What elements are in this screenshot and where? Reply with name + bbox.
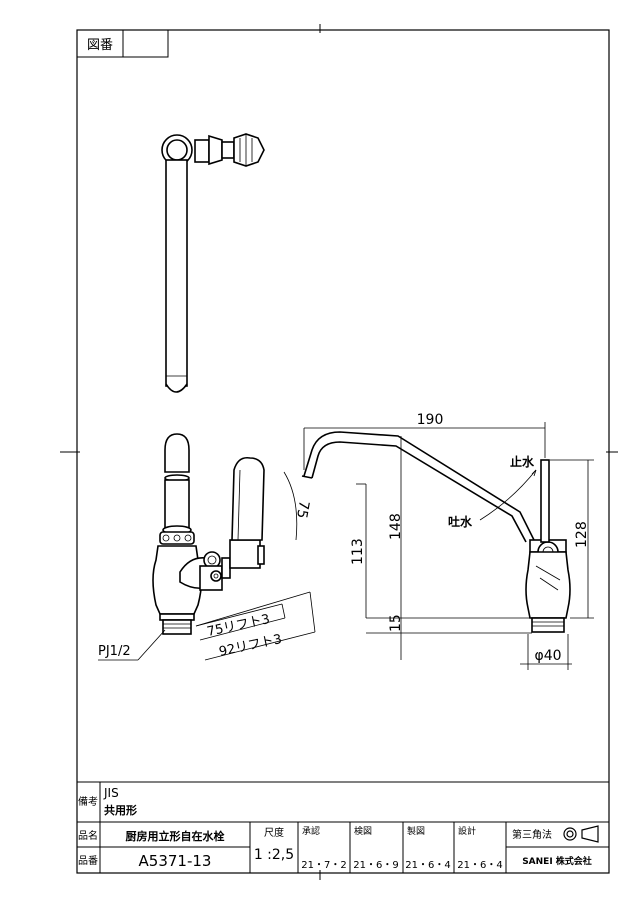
drawing-number-box: 図番 [76,29,169,58]
designed-label: 設計 [458,825,476,837]
drawing-border [76,29,610,874]
remarks-line2: 共用形 [104,803,137,817]
dim-113: 113 [350,538,366,565]
remarks-label: 備考 [78,795,98,808]
dim-128: 128 [574,521,590,548]
label-discharge-water: 吐水 [448,514,473,529]
third-angle-projection-icon [563,825,599,843]
dim-angle-75: 75 [293,499,312,519]
designed-date: 21・6・4 [457,860,502,871]
dim-190: 190 [417,412,444,428]
dim-thread: PJ1/2 [98,644,131,659]
side-view: 75 75リフト3 92リフト3 PJ1/2 [98,433,316,661]
approved-date: 21・7・2 [301,860,346,871]
dim-15: 15 [388,614,404,632]
checked-date: 21・6・9 [353,860,398,871]
drawing-number-label: 図番 [87,38,113,53]
label-stop-water: 止水 [510,454,535,469]
part-value: A5371-13 [139,852,212,870]
drafted-label: 製図 [407,825,425,837]
remarks-line1: JIS [103,786,119,800]
remarks-box: 備考 JIS 共用形 [77,781,609,822]
dim-diameter: φ40 [534,648,561,664]
drafted-date: 21・6・4 [405,860,450,871]
part-label: 品番 [78,855,98,867]
company-name: SANEI 株式会社 [522,855,592,867]
name-value: 厨房用立形自在水栓 [126,829,225,843]
top-view [161,133,265,393]
scale-label: 尺度 [264,826,284,839]
approved-label: 承認 [302,825,320,837]
dim-lift-92: 92リフト3 [218,632,284,660]
projection-label: 第三角法 [512,828,552,841]
name-label: 品名 [78,829,98,842]
front-view: 止水 吐水 190 148 113 15 128 φ40 [301,412,594,670]
checked-label: 検図 [354,825,372,837]
scale-value: 1 :2,5 [254,847,294,863]
title-block: 品名 厨房用立形自在水栓 品番 A5371-13 尺度 1 :2,5 承認 21… [77,821,609,873]
dim-148: 148 [388,513,404,540]
